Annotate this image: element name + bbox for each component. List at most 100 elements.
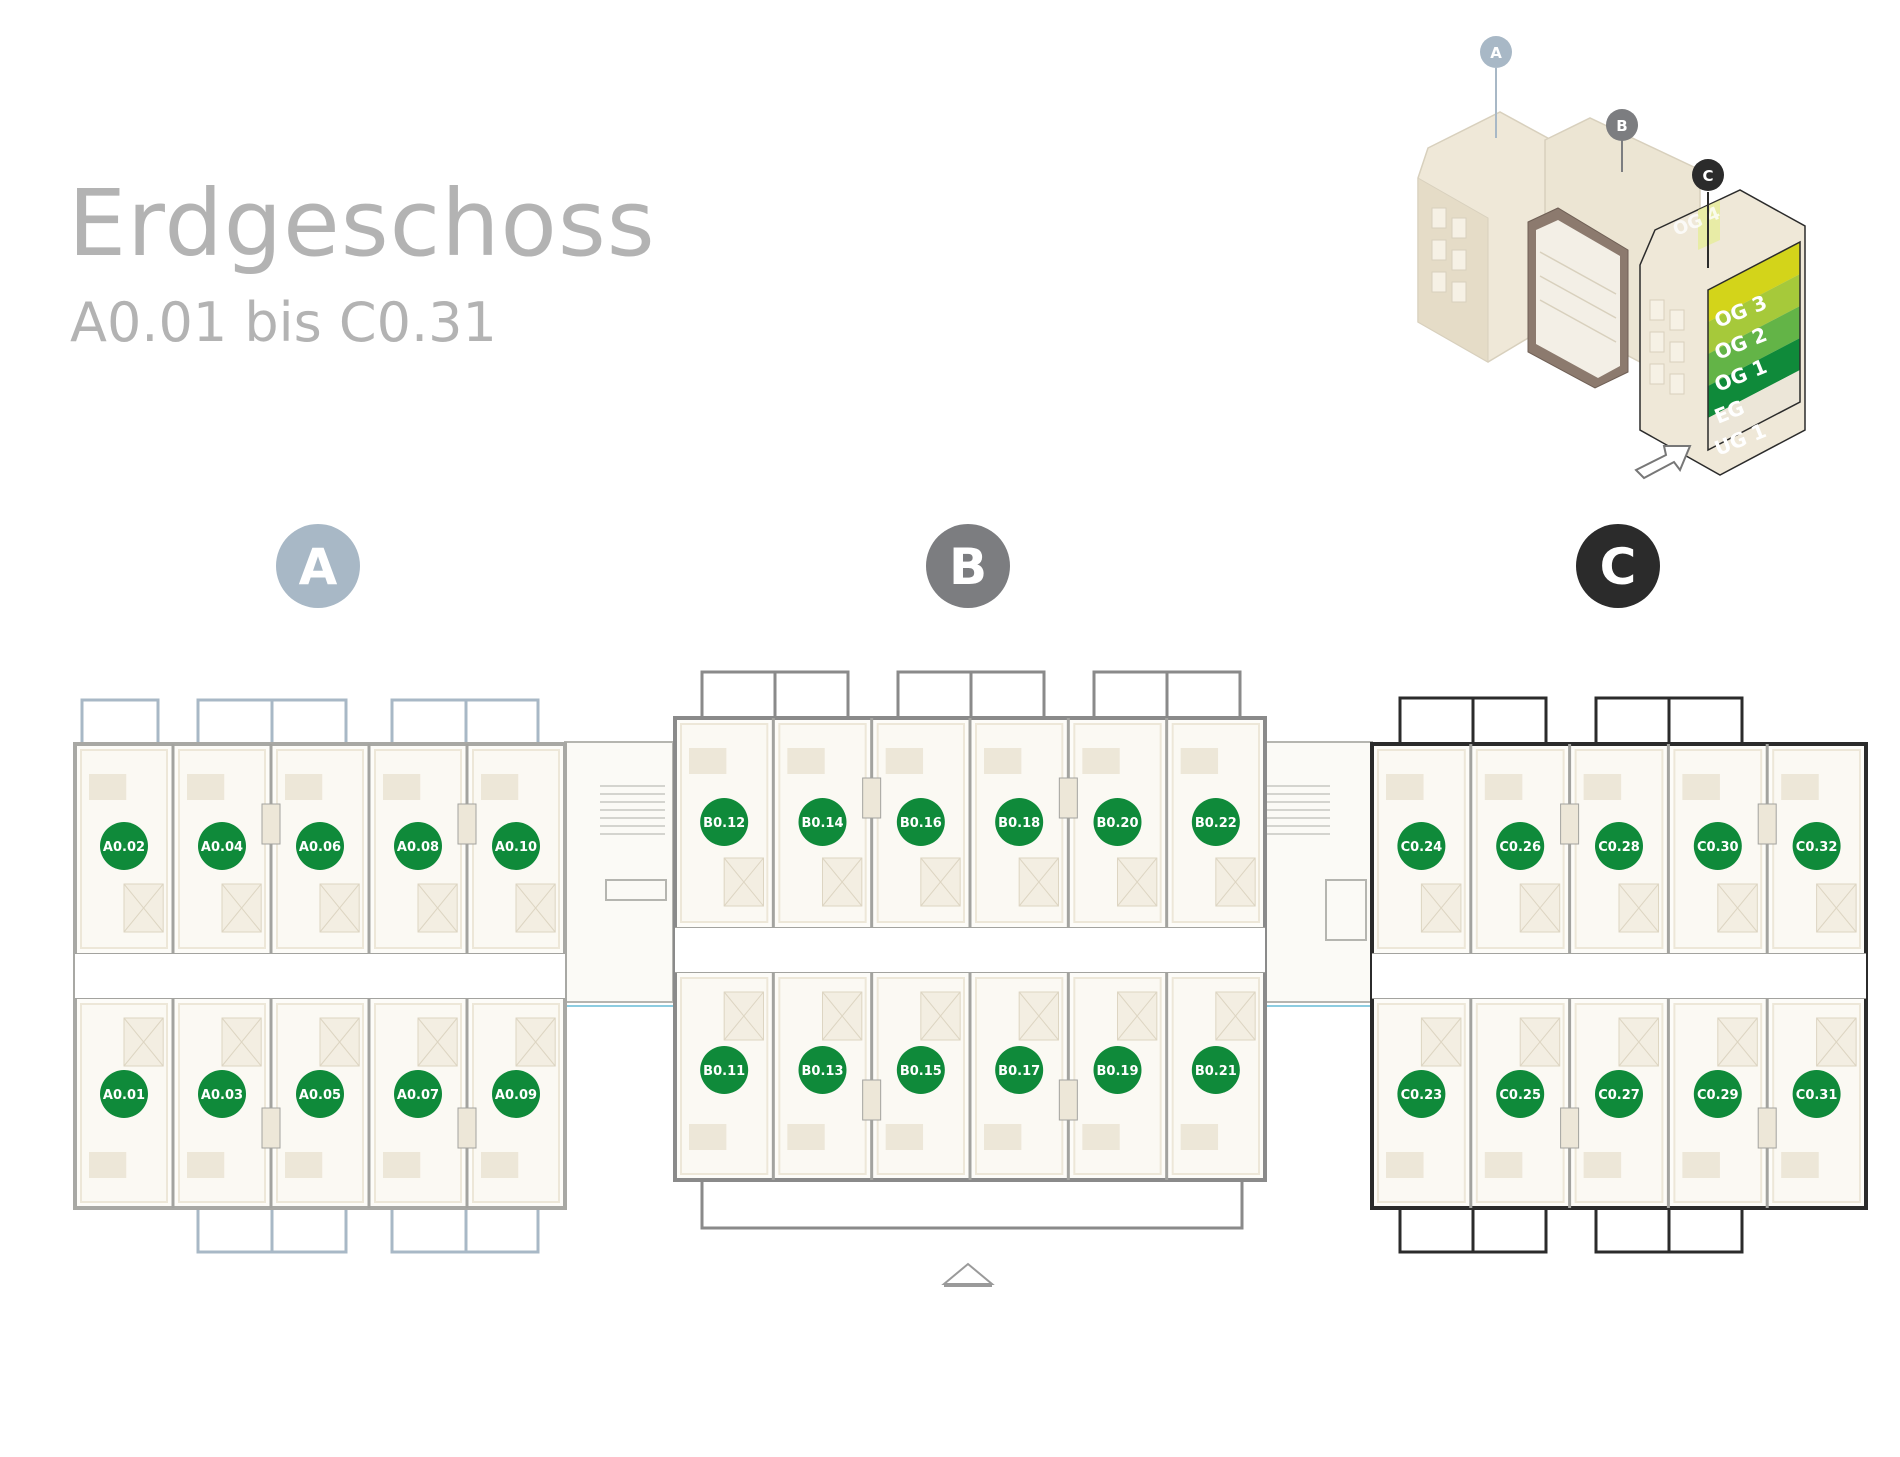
unit-badge-b0-11[interactable]: B0.11 (700, 1046, 749, 1094)
unit-badge-c0-24[interactable]: C0.24 (1397, 822, 1446, 870)
unit-label: B0.22 (1195, 816, 1237, 831)
unit-badge-circle[interactable] (995, 1046, 1044, 1094)
building-badge-b[interactable]: B (926, 524, 1010, 608)
unit-badge-circle[interactable] (198, 822, 246, 870)
unit-badge-circle[interactable] (896, 798, 945, 846)
unit-badge-a0-01[interactable]: A0.01 (100, 1070, 148, 1118)
unit-badge-a0-09[interactable]: A0.09 (492, 1070, 540, 1118)
unit-badge-circle[interactable] (700, 1046, 749, 1094)
unit-badge-a0-04[interactable]: A0.04 (198, 822, 246, 870)
building-badge-a[interactable]: A (276, 524, 360, 608)
unit-badge-a0-07[interactable]: A0.07 (394, 1070, 442, 1118)
floor-band-og2[interactable] (1708, 274, 1800, 354)
unit-badge-a0-10[interactable]: A0.10 (492, 822, 540, 870)
unit-badge-b0-16[interactable]: B0.16 (896, 798, 945, 846)
unit-badge-a0-05[interactable]: A0.05 (296, 1070, 344, 1118)
floor-band-ug1[interactable] (1708, 370, 1800, 450)
unit-badge-b0-20[interactable]: B0.20 (1093, 798, 1142, 846)
connector-ab (564, 741, 674, 1007)
unit-badge-circle[interactable] (1792, 1070, 1841, 1118)
unit-badge-circle[interactable] (100, 822, 148, 870)
unit-badge-c0-26[interactable]: C0.26 (1496, 822, 1545, 870)
unit-label: C0.28 (1598, 840, 1640, 855)
building-badge-b-label: B (949, 538, 987, 596)
unit-label: C0.24 (1401, 840, 1443, 855)
minimap-pin-b-label: B (1616, 117, 1627, 135)
unit-badge-circle[interactable] (1595, 1070, 1643, 1118)
unit-badge-circle[interactable] (394, 1070, 442, 1118)
unit-label: A0.10 (495, 840, 537, 855)
unit-badge-circle[interactable] (198, 1070, 246, 1118)
unit-badge-b0-17[interactable]: B0.17 (995, 1046, 1044, 1094)
unit-badge-circle[interactable] (1496, 822, 1545, 870)
unit-badge-circle[interactable] (1693, 1070, 1742, 1118)
unit-badge-circle[interactable] (1397, 1070, 1446, 1118)
unit-badge-circle[interactable] (1191, 798, 1240, 846)
minimap-pin-a[interactable] (1480, 36, 1512, 68)
unit-badge-a0-08[interactable]: A0.08 (394, 822, 442, 870)
unit-badge-b0-15[interactable]: B0.15 (896, 1046, 945, 1094)
unit-badge-circle[interactable] (296, 822, 344, 870)
unit-badge-b0-19[interactable]: B0.19 (1093, 1046, 1142, 1094)
unit-badge-b0-14[interactable]: B0.14 (798, 798, 847, 846)
unit-badge-c0-29[interactable]: C0.29 (1693, 1070, 1742, 1118)
unit-badge-b0-21[interactable]: B0.21 (1191, 1046, 1240, 1094)
unit-badge-a0-03[interactable]: A0.03 (198, 1070, 246, 1118)
unit-label: B0.13 (802, 1064, 844, 1079)
unit-label: C0.27 (1598, 1088, 1640, 1103)
unit-badge-c0-31[interactable]: C0.31 (1792, 1070, 1841, 1118)
floor-band-og1[interactable] (1708, 306, 1800, 386)
minimap-pin-b[interactable] (1606, 109, 1638, 141)
unit-label: C0.31 (1796, 1088, 1838, 1103)
minimap-pin-c[interactable] (1692, 159, 1724, 191)
unit-badge-a0-06[interactable]: A0.06 (296, 822, 344, 870)
unit-badge-a0-02[interactable]: A0.02 (100, 822, 148, 870)
building-badge-c[interactable]: C (1576, 524, 1660, 608)
unit-label: A0.04 (201, 840, 243, 855)
unit-badge-circle[interactable] (995, 798, 1044, 846)
unit-badge-circle[interactable] (100, 1070, 148, 1118)
unit-badge-circle[interactable] (798, 1046, 847, 1094)
unit-badge-circle[interactable] (1093, 798, 1142, 846)
unit-label: C0.30 (1697, 840, 1739, 855)
unit-label: B0.11 (703, 1064, 745, 1079)
unit-label: A0.08 (397, 840, 439, 855)
unit-badge-c0-25[interactable]: C0.25 (1496, 1070, 1545, 1118)
unit-badge-c0-30[interactable]: C0.30 (1693, 822, 1742, 870)
minimap-pin-a-label: A (1490, 44, 1502, 62)
unit-badge-circle[interactable] (1595, 822, 1643, 870)
unit-badge-c0-23[interactable]: C0.23 (1397, 1070, 1446, 1118)
unit-badge-circle[interactable] (296, 1070, 344, 1118)
unit-badge-circle[interactable] (492, 1070, 540, 1118)
unit-label: B0.20 (1097, 816, 1139, 831)
unit-badge-b0-13[interactable]: B0.13 (798, 1046, 847, 1094)
unit-badge-circle[interactable] (1792, 822, 1841, 870)
floor-band-eg[interactable] (1708, 338, 1800, 418)
unit-label: B0.12 (703, 816, 745, 831)
unit-badge-circle[interactable] (1496, 1070, 1545, 1118)
unit-badge-c0-28[interactable]: C0.28 (1595, 822, 1643, 870)
unit-badge-c0-32[interactable]: C0.32 (1792, 822, 1841, 870)
unit-badge-circle[interactable] (1093, 1046, 1142, 1094)
unit-badge-circle[interactable] (492, 822, 540, 870)
building-badge-a-label: A (299, 538, 338, 596)
unit-label: B0.18 (998, 816, 1040, 831)
unit-range-subtitle: A0.01 bis C0.31 (70, 291, 497, 354)
unit-badge-circle[interactable] (896, 1046, 945, 1094)
unit-badge-b0-22[interactable]: B0.22 (1191, 798, 1240, 846)
unit-label: C0.26 (1499, 840, 1541, 855)
unit-badge-c0-27[interactable]: C0.27 (1595, 1070, 1643, 1118)
building-a-plan (73, 698, 567, 1254)
unit-badge-circle[interactable] (798, 798, 847, 846)
unit-badge-circle[interactable] (1397, 822, 1446, 870)
unit-badge-b0-18[interactable]: B0.18 (995, 798, 1044, 846)
unit-badge-circle[interactable] (394, 822, 442, 870)
unit-badge-b0-12[interactable]: B0.12 (700, 798, 749, 846)
unit-badge-circle[interactable] (700, 798, 749, 846)
unit-badge-circle[interactable] (1693, 822, 1742, 870)
floor-band-og3[interactable] (1708, 242, 1800, 322)
unit-badge-circle[interactable] (1191, 1046, 1240, 1094)
unit-label: B0.16 (900, 816, 942, 831)
